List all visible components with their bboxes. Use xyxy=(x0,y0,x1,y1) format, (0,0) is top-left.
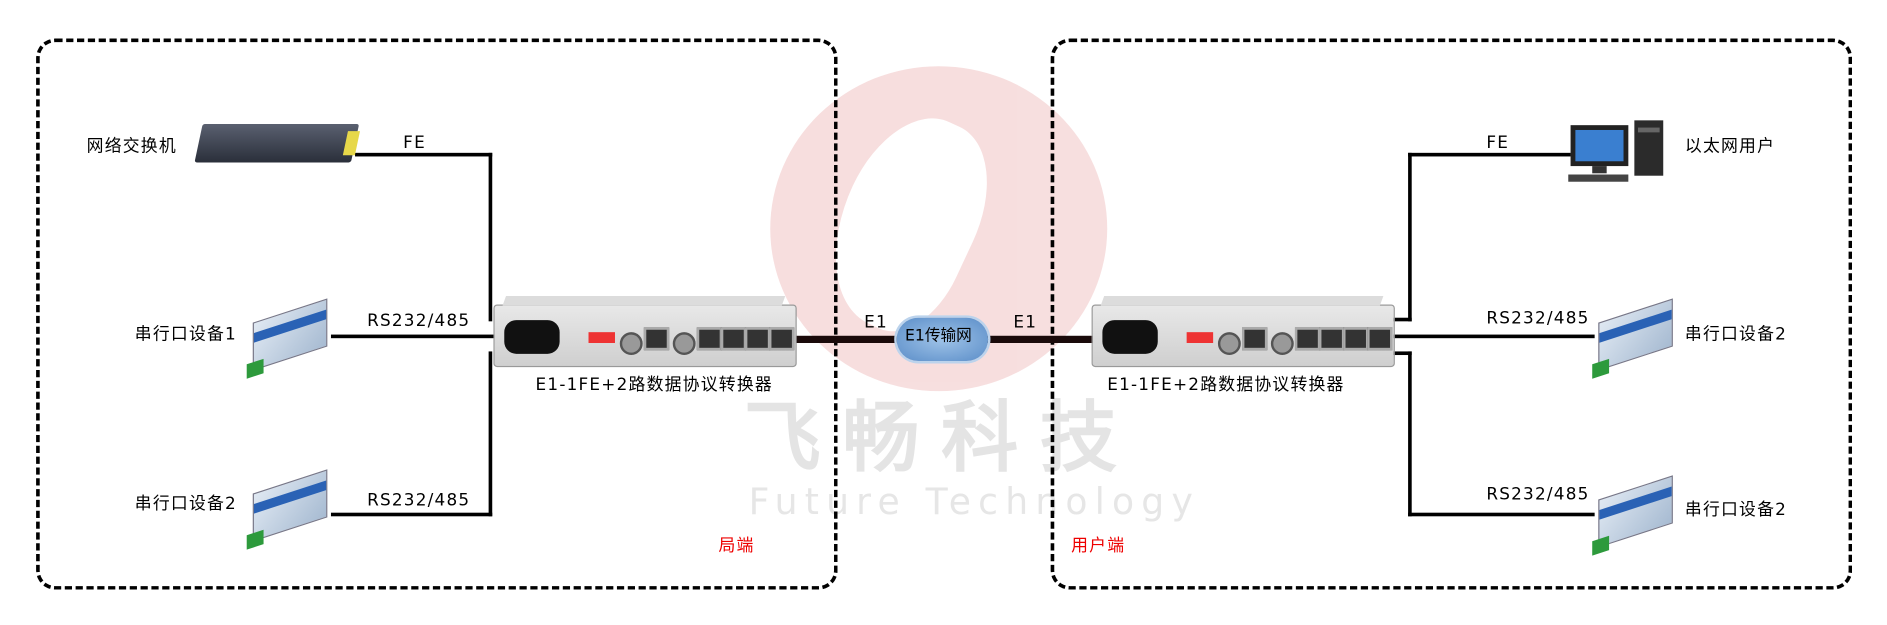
serial1-label-right: 串行口设备2 xyxy=(1684,324,1788,345)
power-socket-icon xyxy=(1102,320,1158,354)
e1-converter-left xyxy=(493,296,797,368)
fe-link-right-stub xyxy=(1390,317,1412,322)
serial1-link-left xyxy=(330,334,495,339)
serial2-link-right-vertical xyxy=(1408,351,1412,517)
fe-label-right: FE xyxy=(1486,133,1510,153)
e1-label-right: E1 xyxy=(1013,312,1038,333)
central-site-boundary xyxy=(36,38,838,590)
serial1-link-label-right: RS232/485 xyxy=(1486,309,1590,329)
user-site-boundary xyxy=(1050,38,1853,590)
user-site-label: 用户端 xyxy=(1071,536,1126,557)
serial1-link-label-left: RS232/485 xyxy=(367,311,471,331)
serial1-link-right xyxy=(1390,334,1595,339)
serial2-link-right xyxy=(1408,512,1595,517)
e1-label-left: E1 xyxy=(864,312,888,333)
power-socket-icon xyxy=(504,320,560,354)
computer-icon xyxy=(1568,120,1664,182)
e1-converter-right xyxy=(1091,296,1395,368)
fe-link-left xyxy=(355,152,493,157)
serial2-label-left: 串行口设备2 xyxy=(134,494,237,514)
serial2-link-left-vertical xyxy=(488,351,493,517)
fe-link-right-vertical xyxy=(1408,152,1412,322)
cloud-label: E1传输网 xyxy=(905,327,972,346)
watermark-brand-en: Future Technology xyxy=(748,481,1201,524)
device-label-right: E1-1FE+2路数据协议转换器 xyxy=(1107,375,1345,395)
pc-label: 以太网用户 xyxy=(1684,137,1776,157)
serial1-label-left: 串行口设备1 xyxy=(134,324,237,345)
serial2-link-left xyxy=(330,512,493,517)
fe-link-left-vertical xyxy=(488,152,493,322)
switch-label: 网络交换机 xyxy=(86,137,177,157)
serial2-label-right: 串行口设备2 xyxy=(1684,500,1788,520)
network-switch-icon xyxy=(194,123,360,163)
cloud-icon xyxy=(896,317,989,362)
watermark-brand-cn: 飞畅科技 xyxy=(743,393,1139,484)
fe-label-left: FE xyxy=(403,133,426,153)
fe-link-right xyxy=(1408,152,1571,157)
serial2-link-right-stub xyxy=(1390,351,1412,356)
central-site-label: 局端 xyxy=(718,536,755,557)
device-label-left: E1-1FE+2路数据协议转换器 xyxy=(535,375,773,395)
serial2-link-label-right: RS232/485 xyxy=(1486,485,1590,505)
serial2-link-label-left: RS232/485 xyxy=(367,491,471,511)
